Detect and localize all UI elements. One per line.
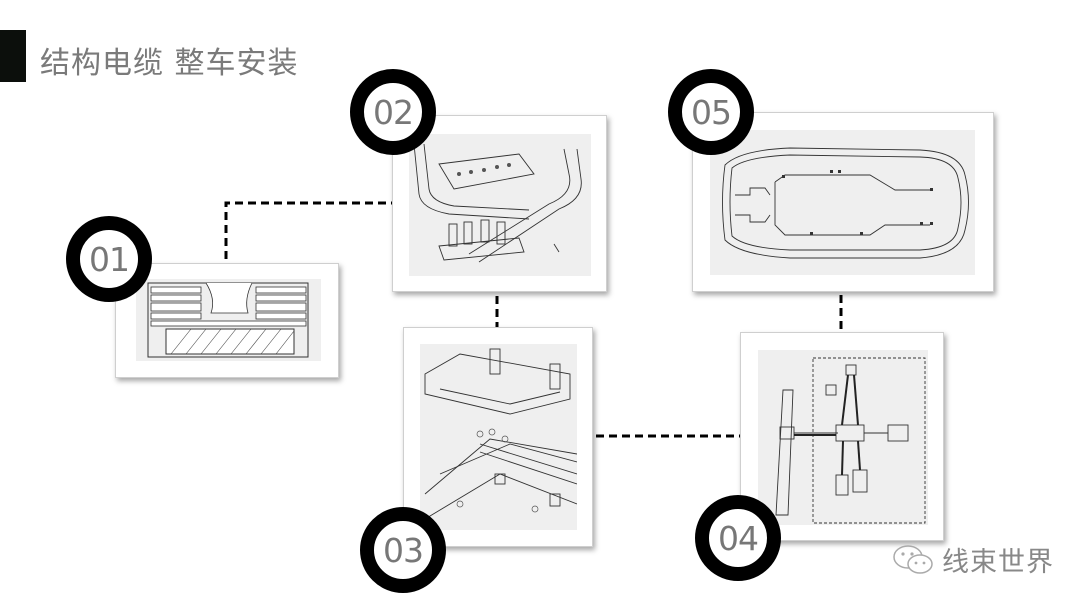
step-02-card[interactable]: [392, 115, 607, 292]
step-number: 04: [718, 518, 759, 558]
page-title: 结构电缆 整车安装: [40, 46, 299, 81]
floor-mount-drawing: [420, 344, 577, 530]
step-number: 01: [89, 239, 130, 279]
title-accent-bar: [0, 30, 26, 82]
step-04-card[interactable]: [740, 332, 944, 541]
step-badge-03: 03: [360, 507, 446, 593]
step-badge-05: 05: [668, 69, 754, 155]
step-badge-04: 04: [695, 495, 781, 581]
watermark-text: 线束世界: [942, 547, 1054, 578]
connector-01-02: [224, 201, 398, 272]
vehicle-harness-layout-drawing: [710, 130, 975, 275]
step-number: 05: [691, 92, 732, 132]
step-number: 03: [383, 530, 424, 570]
step-badge-01: 01: [66, 216, 152, 302]
harness-installation-drawing: [758, 350, 928, 525]
watermark: 线束世界: [892, 540, 1054, 579]
step-05-card[interactable]: [692, 112, 994, 292]
step-03-card[interactable]: [403, 327, 593, 547]
wechat-icon: [893, 544, 933, 574]
cable-cross-section-drawing: [136, 279, 321, 361]
step-number: 02: [373, 92, 414, 132]
connector-block-drawing: [409, 134, 591, 276]
step-badge-02: 02: [350, 69, 436, 155]
step-01-card[interactable]: [115, 263, 339, 378]
